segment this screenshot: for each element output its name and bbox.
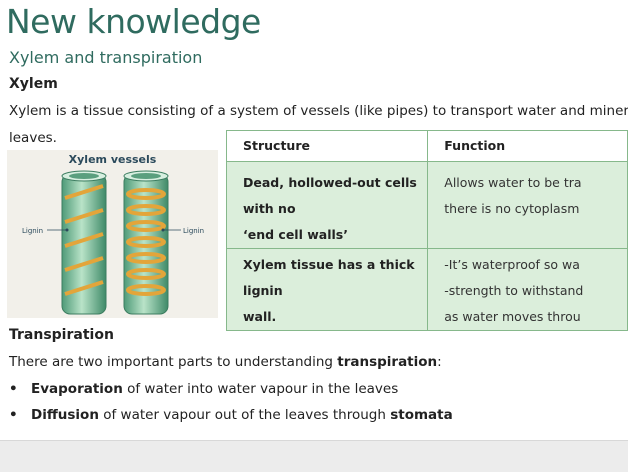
table-row: Dead, hollowed-out cells with no ‘end ce…	[225, 161, 628, 249]
bullet-bold-term: Evaporation	[31, 381, 123, 397]
cell-line: Allows water to be tra	[444, 175, 582, 190]
bullet-bold-term-2: stomata	[390, 407, 453, 423]
cell-line: -It’s waterproof so wa	[444, 257, 580, 272]
bullet-text: of water vapour out of the leaves throug…	[98, 407, 391, 423]
slide-subtitle: Xylem and transpiration	[9, 48, 203, 67]
structure-cell: Dead, hollowed-out cells with no ‘end ce…	[225, 161, 429, 249]
cell-line: ‘end cell walls’	[243, 227, 348, 242]
function-cell: Allows water to be tra there is no cytop…	[427, 161, 628, 249]
intro-bold-term: transpiration	[337, 354, 438, 370]
header-structure: Structure	[225, 130, 429, 162]
slide: New knowledge Xylem and transpiration Xy…	[6, 2, 628, 423]
intro-colon: :	[437, 354, 442, 370]
intro-text: There are two important parts to underst…	[9, 354, 338, 370]
header-function: Function	[427, 130, 628, 162]
structure-function-table: Structure Function Dead, hollowed-out ce…	[225, 130, 628, 331]
transpiration-heading: Transpiration	[9, 327, 114, 343]
xylem-description-line1: Xylem is a tissue consisting of a system…	[9, 103, 628, 119]
xylem-vessels-illustration: Lignin Lignin	[22, 170, 204, 315]
table-header-row: Structure Function	[225, 130, 628, 162]
bullet-item-evaporation: • Evaporation of water into water vapour …	[9, 381, 398, 397]
bullet-icon: •	[9, 407, 18, 423]
xylem-heading: Xylem	[9, 76, 58, 92]
bullet-icon: •	[9, 381, 18, 397]
diagram-title: Xylem vessels	[68, 153, 157, 166]
cell-line: as water moves throu	[444, 309, 581, 324]
lignin-label-left: Lignin	[22, 227, 43, 235]
bullet-bold-term: Diffusion	[31, 407, 99, 423]
function-cell: -It’s waterproof so wa -strength to with…	[427, 248, 628, 331]
cell-line: wall.	[243, 309, 277, 324]
lignin-label-right: Lignin	[183, 227, 204, 235]
cell-line: Dead, hollowed-out cells with no	[243, 175, 417, 216]
slide-title: New knowledge	[6, 2, 261, 41]
structure-cell: Xylem tissue has a thick lignin wall.	[225, 248, 429, 331]
bullet-item-diffusion: • Diffusion of water vapour out of the le…	[9, 407, 453, 423]
cell-line: there is no cytoplasm	[444, 201, 580, 216]
transpiration-intro: There are two important parts to underst…	[9, 354, 442, 370]
cell-line: Xylem tissue has a thick lignin	[243, 257, 415, 298]
xylem-description-line2: leaves.	[9, 130, 57, 146]
footer-bar	[0, 440, 628, 472]
table-row: Xylem tissue has a thick lignin wall. -I…	[225, 248, 628, 331]
cell-line: -strength to withstand	[444, 283, 584, 298]
xylem-vessels-diagram: Xylem vessels	[7, 150, 218, 318]
bullet-text: of water into water vapour in the leaves	[122, 381, 399, 397]
